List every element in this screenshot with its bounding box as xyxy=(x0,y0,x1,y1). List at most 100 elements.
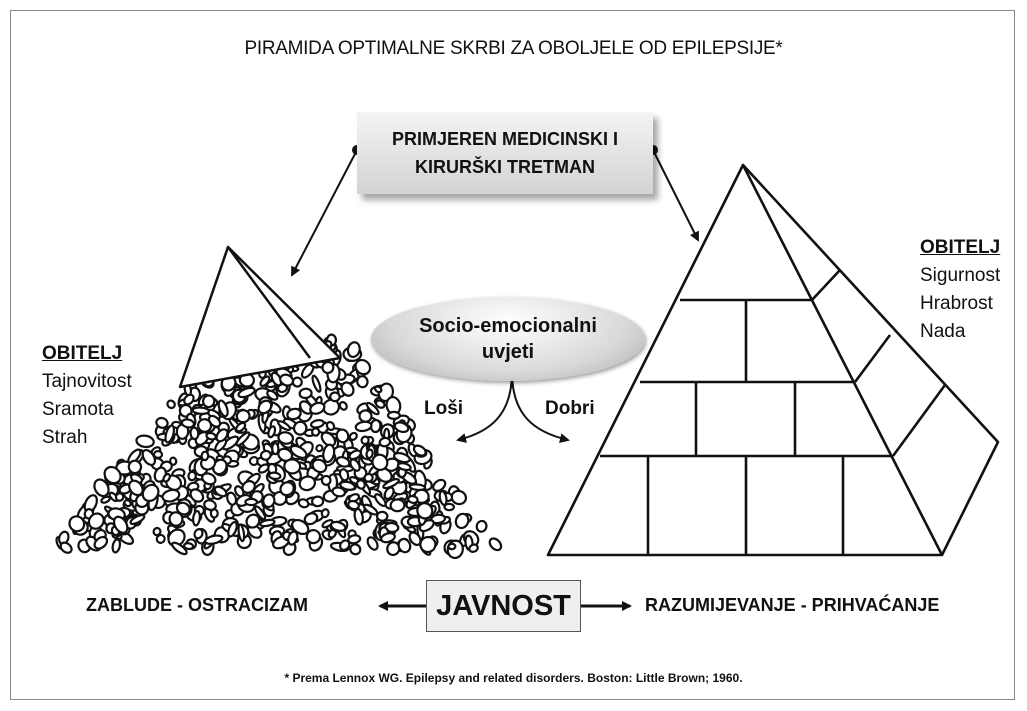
rubble-stone xyxy=(331,486,347,498)
rubble-stone xyxy=(262,493,276,509)
rubble-stone xyxy=(162,472,171,483)
rubble-stone xyxy=(112,515,129,534)
left-family-item: Sramota xyxy=(42,399,114,420)
left-family-item: Strah xyxy=(42,427,88,448)
rubble-stone xyxy=(200,450,210,462)
rubble-stone xyxy=(356,375,369,389)
rubble-stone xyxy=(297,498,310,509)
rubble-stone xyxy=(279,373,295,387)
rubble-stone xyxy=(201,394,216,409)
public-box: JAVNOST xyxy=(426,580,581,632)
rubble-stone xyxy=(303,512,319,526)
rubble-stone xyxy=(355,479,366,490)
rubble-stone xyxy=(354,420,373,433)
socio-line-2: uvjeti xyxy=(481,341,535,363)
right-family-item: Sigurnost xyxy=(920,265,1001,286)
diagram-title: PIRAMIDA OPTIMALNE SKRBI ZA OBOLJELE OD … xyxy=(244,38,783,59)
right-family-heading: OBITELJ xyxy=(920,237,1001,258)
rubble-stone xyxy=(396,462,412,472)
rubble-stone xyxy=(438,490,448,506)
rubble-stone xyxy=(235,431,251,447)
rubble-stone xyxy=(103,465,122,485)
rubble-stone xyxy=(311,495,325,508)
right-family-item: Hrabrost xyxy=(920,293,993,314)
rubble-stone xyxy=(358,409,373,423)
rubble-stone xyxy=(321,360,335,375)
rubble-stone xyxy=(408,531,422,547)
rubble-stone xyxy=(393,421,410,434)
rubble-stone xyxy=(363,472,374,483)
rubble-stone xyxy=(298,387,313,400)
rubble-stone xyxy=(135,434,155,449)
rubble-stone xyxy=(203,499,217,511)
rubble-stone xyxy=(244,497,259,507)
rubble-stone xyxy=(321,519,334,529)
rubble-stone xyxy=(389,498,406,513)
rubble-stone xyxy=(322,443,336,464)
rubble-stone xyxy=(362,503,379,516)
rubble-stone xyxy=(416,502,434,520)
rubble-stone xyxy=(193,528,204,540)
rubble-stone xyxy=(167,528,186,547)
rubble-stone xyxy=(339,480,356,491)
rubble-stone xyxy=(59,541,73,554)
rubble-stone xyxy=(93,478,110,498)
intact-pyramid xyxy=(546,163,1000,557)
rubble-stone xyxy=(168,511,184,527)
rubble-stone xyxy=(187,470,197,482)
rubble-stone xyxy=(298,475,317,492)
rubble-stone xyxy=(267,471,282,481)
rubble-stone xyxy=(235,421,247,433)
rubble-stone xyxy=(310,427,321,437)
rubble-stone xyxy=(354,358,372,376)
rubble-stone xyxy=(87,512,105,530)
rubble-stone xyxy=(475,519,488,533)
rubble-stone xyxy=(329,520,347,532)
rubble-stone xyxy=(203,534,224,545)
rubble-stone xyxy=(397,537,412,554)
broken-pyramid-top xyxy=(178,245,342,389)
medical-treatment-line-2: KIRURŠKI TRETMAN xyxy=(415,157,595,177)
medical-treatment-line-1: PRIMJEREN MEDICINSKI I xyxy=(391,129,619,149)
right-family-item: Nada xyxy=(920,321,966,342)
left-family-heading: OBITELJ xyxy=(42,343,123,364)
rubble-stone xyxy=(375,510,389,522)
rubble-stone xyxy=(311,374,322,393)
rubble-stone xyxy=(155,533,166,544)
medical-treatment-box: PRIMJEREN MEDICINSKI I KIRURŠKI TRETMAN xyxy=(357,112,653,194)
rubble-stone xyxy=(191,406,211,415)
rubble-stone xyxy=(166,399,176,410)
rubble-stone xyxy=(68,515,86,533)
rubble-stone xyxy=(257,463,270,474)
socio-emotional-ellipse: Socio-emocionalni uvjeti xyxy=(371,297,645,381)
rubble-stone xyxy=(347,534,362,545)
rubble-stone xyxy=(111,538,122,554)
rubble-stone xyxy=(237,523,246,543)
rubble-stone xyxy=(386,410,401,420)
rubble-stone xyxy=(373,385,383,394)
rubble-stone xyxy=(279,481,295,497)
rubble-stone xyxy=(380,532,396,544)
rubble-stone xyxy=(360,435,370,446)
rubble-stone xyxy=(454,512,470,530)
rubble-stone xyxy=(245,513,261,529)
rubble-stone xyxy=(315,444,324,453)
rubble-stone xyxy=(213,485,228,498)
public-left-label: ZABLUDE - OSTRACIZAM xyxy=(86,595,308,615)
rubble-stone xyxy=(320,431,337,447)
rubble-stone xyxy=(189,488,205,503)
rubble-stone xyxy=(365,448,374,460)
rubble-stone xyxy=(241,480,256,494)
rubble-stone xyxy=(286,407,302,421)
rubble-stone xyxy=(340,381,355,397)
rubble-stone xyxy=(283,458,302,475)
rubble-stone xyxy=(127,459,143,475)
rubble-stone xyxy=(320,474,332,486)
rubble-stone xyxy=(155,416,169,429)
rubble-stone xyxy=(259,518,276,528)
rubble-stone xyxy=(338,400,348,411)
rubble-stone xyxy=(292,420,308,436)
rubble-stone xyxy=(309,401,326,415)
socio-line-1: Socio-emocionalni xyxy=(419,315,597,337)
